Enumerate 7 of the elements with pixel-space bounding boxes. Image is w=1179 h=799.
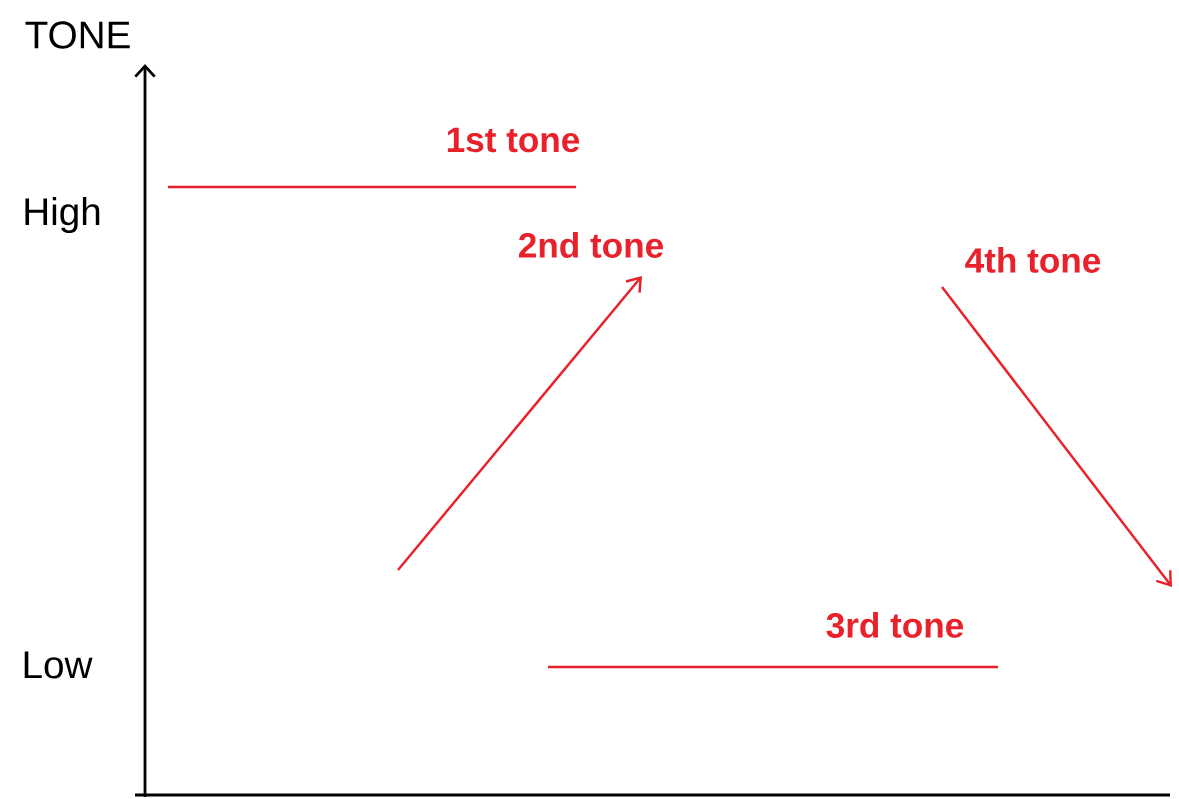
tone-label: 4th tone (965, 247, 1101, 273)
axis-label: Low (24, 651, 93, 679)
tone-label: 1st tone (447, 127, 580, 153)
tone-label: 2nd tone (519, 232, 663, 258)
axis-label: High (25, 197, 100, 233)
axis-label: TONE (25, 21, 130, 49)
tone-label: 3rd tone (826, 612, 964, 638)
